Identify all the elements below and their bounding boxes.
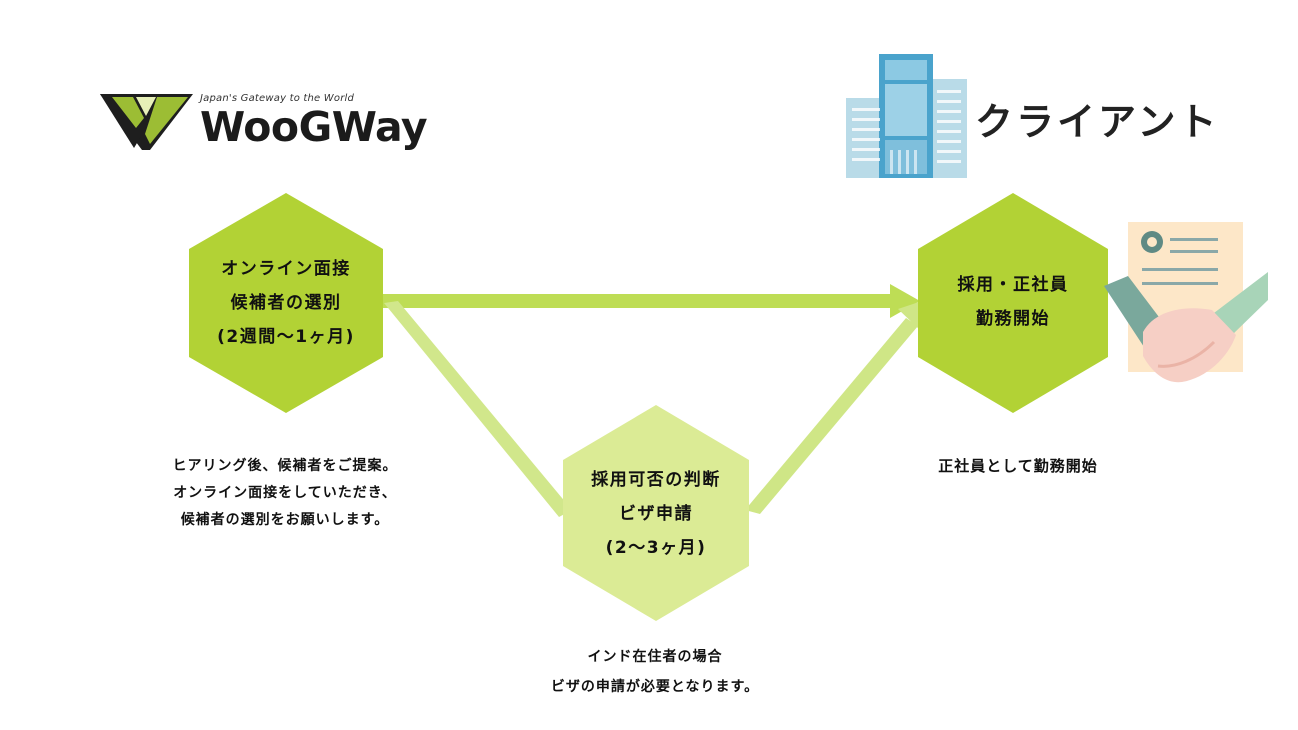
visa-description-line-1: インド在住者の場合 (587, 649, 723, 665)
hire-description-line-1: 正社員として勤務開始 (938, 457, 1098, 475)
step-interview-line-3: (2週間～1ヶ月) (217, 327, 355, 347)
interview-description-line-2: オンライン面接をしていただき、 (173, 485, 397, 501)
step-hire-label: 採用・正社員 勤務開始 (918, 268, 1108, 336)
step-hire-description: 正社員として勤務開始 (898, 453, 1138, 480)
step-visa-line-2: ビザ申請 (619, 504, 693, 524)
arrow-visa-to-hire (745, 300, 925, 514)
step-interview-line-2: 候補者の選別 (230, 293, 342, 313)
step-hire-line-1: 採用・正社員 (957, 275, 1069, 295)
interview-description-line-1: ヒアリング後、候補者をご提案。 (172, 458, 398, 474)
hexagon-interview (189, 193, 383, 413)
step-visa-description: インド在住者の場合 ビザの申請が必要となります。 (505, 642, 805, 702)
hexagon-hire (918, 193, 1108, 413)
step-visa-line-3: (2～3ヶ月) (605, 538, 707, 558)
hexagon-visa (563, 405, 749, 621)
interview-description-line-3: 候補者の選別をお願いします。 (180, 512, 390, 528)
step-interview-line-1: オンライン面接 (221, 259, 351, 279)
logo-tagline: Japan's Gateway to the World (200, 93, 355, 104)
step-interview-label: オンライン面接 候補者の選別 (2週間～1ヶ月) (189, 252, 383, 354)
step-hire-line-2: 勤務開始 (976, 309, 1050, 329)
step-visa-label: 採用可否の判断 ビザ申請 (2～3ヶ月) (563, 463, 749, 565)
contract-handshake-icon (1104, 222, 1268, 383)
step-visa-line-1: 採用可否の判断 (591, 470, 721, 490)
arrow-interview-to-visa (384, 301, 572, 517)
arrow-interview-to-hire (375, 284, 920, 318)
office-building-icon (846, 54, 967, 178)
client-title: クライアント (975, 100, 1220, 144)
visa-description-line-2: ビザの申請が必要となります。 (550, 679, 760, 695)
woogway-w-logo-icon (100, 94, 193, 150)
logo-wordmark: WooGWay (200, 103, 428, 151)
step-interview-description: ヒアリング後、候補者をご提案。 オンライン面接をしていただき、 候補者の選別をお… (140, 453, 430, 534)
